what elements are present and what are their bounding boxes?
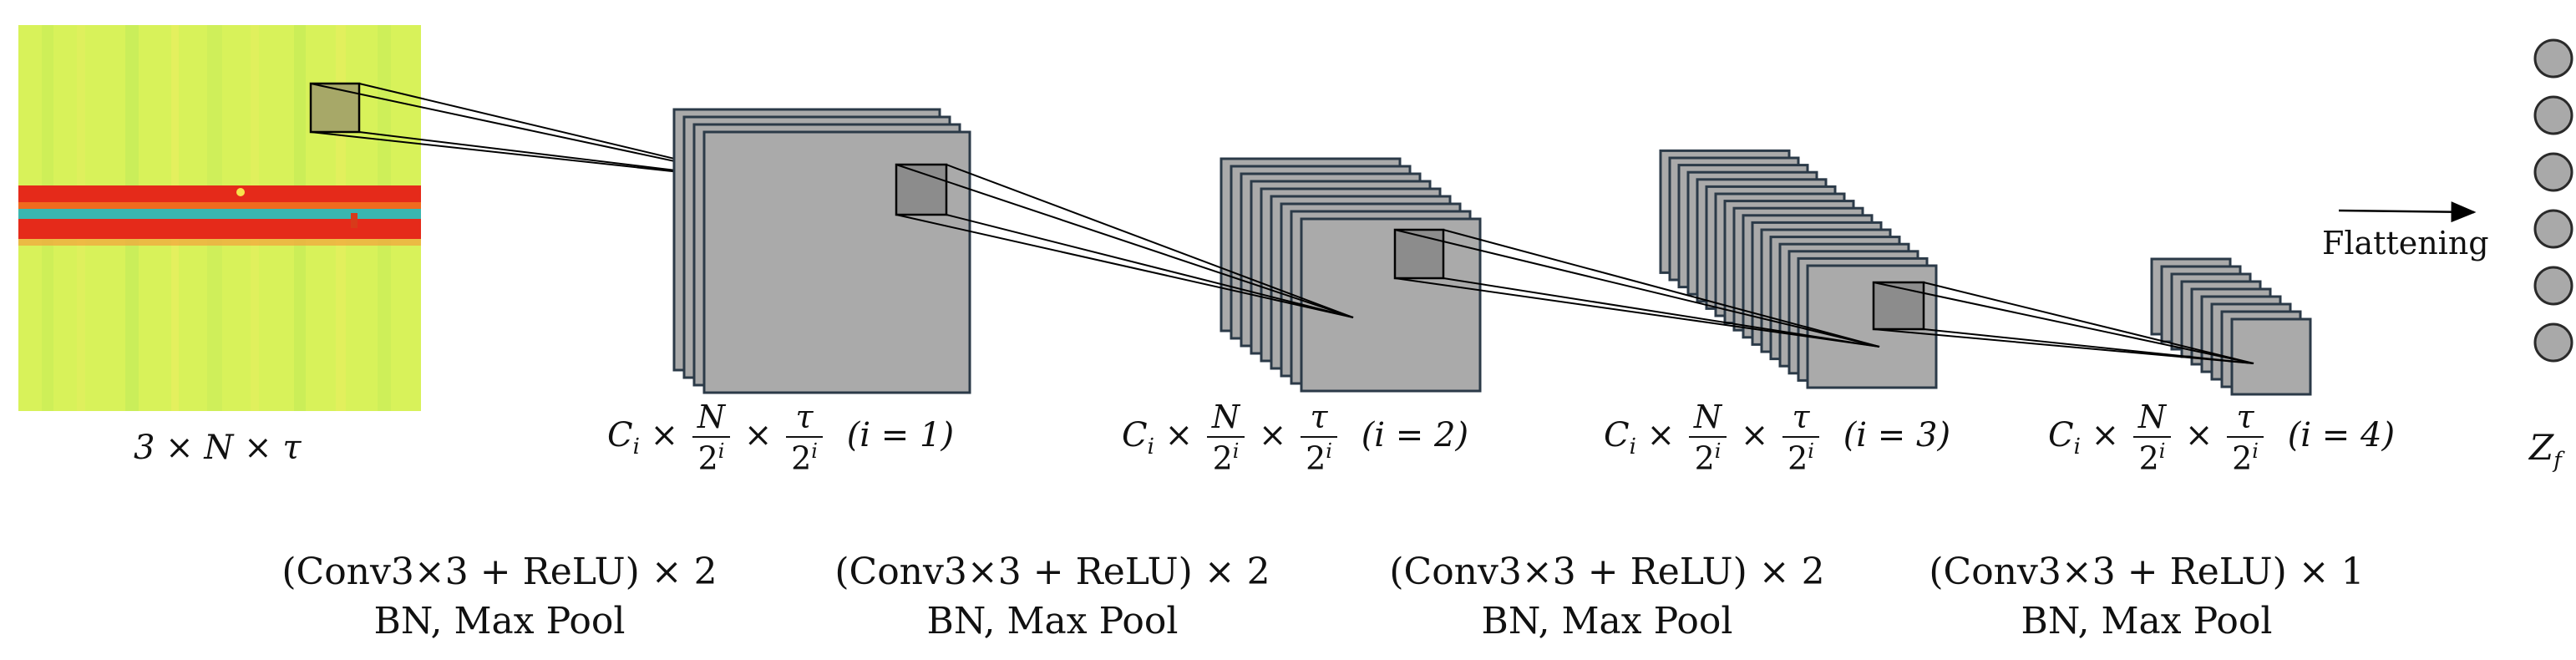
output-node <box>2533 209 2573 249</box>
output-node <box>2533 266 2573 306</box>
layer-3-ops: (Conv3×3 + ReLU) × 2 BN, Max Pool <box>1373 547 1841 647</box>
projection-lines-3 <box>1394 229 1880 348</box>
flattening-arrow <box>2338 201 2477 223</box>
output-label: Zf <box>2529 427 2562 474</box>
layer-2-ops: (Conv3×3 + ReLU) × 2 BN, Max Pool <box>819 547 1286 647</box>
layer-3-ops-line1: (Conv3×3 + ReLU) × 2 <box>1389 551 1825 593</box>
output-node <box>2533 38 2573 79</box>
layer-3-feature-maps <box>1659 149 1938 389</box>
projection-lines-4 <box>1873 282 2254 364</box>
flattening-label: Flattening <box>2322 225 2489 261</box>
kernel-layer-1 <box>895 163 1354 318</box>
layer-4-feature-maps <box>2150 257 2312 396</box>
layer-4-feature-map <box>2230 317 2312 396</box>
layer-1-feature-maps <box>672 108 971 394</box>
projection-lines-2 <box>895 164 1354 318</box>
layer-1-ops-line1: (Conv3×3 + ReLU) × 2 <box>281 551 718 593</box>
output-node <box>2533 322 2573 363</box>
output-node <box>2533 152 2573 192</box>
kernel-layer-2 <box>1393 228 1880 348</box>
layer-1-ops: (Conv3×3 + ReLU) × 2 BN, Max Pool <box>266 547 733 647</box>
layer-4-ops: (Conv3×3 + ReLU) × 1 BN, Max Pool <box>1913 547 2381 647</box>
output-node <box>2533 95 2573 135</box>
input-receptive-field <box>309 82 361 134</box>
input-dim-label: 3 × N × τ <box>134 429 302 467</box>
input-band-cyan <box>18 209 421 219</box>
input-heatmap <box>18 25 421 411</box>
input-band-red-top <box>18 185 421 202</box>
layer-4-ops-line2: BN, Max Pool <box>2021 600 2273 643</box>
kernel-layer-3 <box>1872 281 2254 364</box>
layer-2-ops-line2: BN, Max Pool <box>926 600 1179 643</box>
layer-1-ops-line2: BN, Max Pool <box>373 600 626 643</box>
input-band-orange <box>18 202 421 209</box>
layer-2-feature-maps <box>1220 157 1482 393</box>
layer-3-ops-line2: BN, Max Pool <box>1481 600 1733 643</box>
feature-map-stacks <box>672 108 2312 396</box>
layer-2-ops-line1: (Conv3×3 + ReLU) × 2 <box>834 551 1270 593</box>
layer-4-ops-line1: (Conv3×3 + ReLU) × 1 <box>1929 551 2365 593</box>
output-nodes <box>2533 38 2573 363</box>
input-band-red-bottom <box>18 219 421 239</box>
